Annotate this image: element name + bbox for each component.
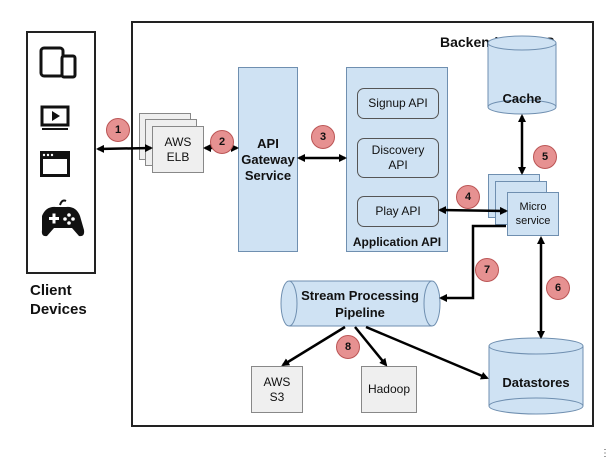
gamepad-icon xyxy=(41,199,85,237)
step-badge-6: 6 xyxy=(546,276,570,300)
micro-service-line2: service xyxy=(515,215,551,227)
arrow-play-microservice xyxy=(438,206,508,215)
step-badge-4: 4 xyxy=(456,185,480,209)
step-badge-1: 1 xyxy=(106,118,130,142)
aws-s3-line2: S3 xyxy=(269,389,285,404)
client-label-line2: Devices xyxy=(30,301,87,318)
elb-line2: ELB xyxy=(166,149,190,164)
tablet-phone-icon xyxy=(39,46,77,79)
arrow-stream-s3 xyxy=(281,325,346,367)
arrow-stream-datastores xyxy=(365,325,489,380)
aws-s3-box: AWS S3 xyxy=(251,366,303,413)
application-api-label: Application API xyxy=(352,235,442,249)
discovery-api-box: Discovery API xyxy=(357,138,439,178)
elb-line1: AWS xyxy=(164,134,192,149)
play-api-box: Play API xyxy=(357,196,439,227)
corner-mark: ⋮ xyxy=(600,448,608,459)
browser-window-icon xyxy=(40,151,70,177)
stream-processing-label: Stream Processing Pipeline xyxy=(290,285,430,323)
signup-api-label: Signup API xyxy=(368,96,428,110)
discovery-api-line1: Discovery xyxy=(371,143,425,157)
step-badge-3: 3 xyxy=(311,125,335,149)
signup-api-box: Signup API xyxy=(357,88,439,119)
client-devices-label: Client Devices xyxy=(30,281,120,319)
step-badge-5: 5 xyxy=(533,145,557,169)
api-gateway-service: API Gateway Service xyxy=(238,67,298,252)
stream-line2: Pipeline xyxy=(335,305,385,320)
arrow-microservice-stream xyxy=(439,224,506,302)
arrow-client-elb xyxy=(96,144,153,153)
hadoop-label: Hadoop xyxy=(367,382,411,396)
step-badge-2: 2 xyxy=(210,130,234,154)
stream-processing-cylinder xyxy=(280,280,441,327)
step-badge-7: 7 xyxy=(475,258,499,282)
datastores-cylinder xyxy=(488,337,584,415)
hadoop-box: Hadoop xyxy=(361,366,417,413)
api-gateway-line1: API xyxy=(257,135,279,151)
cache-label: Cache xyxy=(502,90,542,106)
arrow-stream-hadoop xyxy=(354,326,388,367)
cache-cylinder xyxy=(487,35,557,115)
api-gateway-line2: Gateway xyxy=(241,151,295,167)
aws-s3-line1: AWS xyxy=(263,374,291,389)
micro-service-box: Micro service xyxy=(507,192,559,236)
datastores-label: Datastores xyxy=(502,374,570,390)
micro-service-line1: Micro xyxy=(519,201,547,213)
aws-elb-box: AWS ELB xyxy=(152,126,204,173)
discovery-api-line2: API xyxy=(388,158,408,172)
play-api-label: Play API xyxy=(375,204,421,218)
api-gateway-line3: Service xyxy=(244,167,292,183)
client-label-line1: Client xyxy=(30,282,72,299)
stream-line1: Stream Processing xyxy=(301,288,419,303)
step-badge-8: 8 xyxy=(336,335,360,359)
video-player-icon xyxy=(40,105,70,130)
